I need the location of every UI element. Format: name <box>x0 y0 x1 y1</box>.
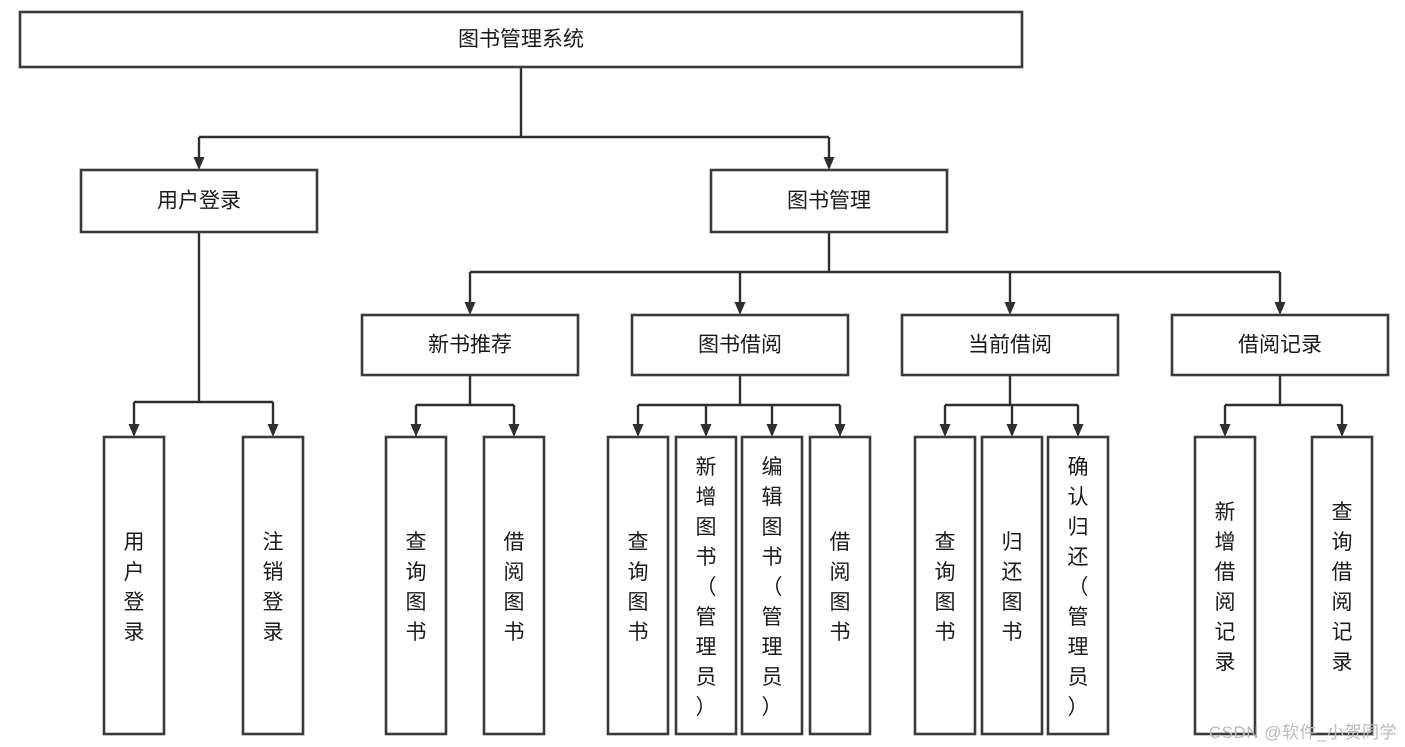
node-borrow-record-label: 借阅记录 <box>1238 334 1322 357</box>
node-root-system[interactable]: 图书管理系统 <box>18 10 1024 69</box>
node-current-borrow-label: 当前借阅 <box>968 334 1052 357</box>
node-leaf-confirm-return-label: 确认归还（管理员） <box>1068 456 1089 719</box>
node-leaf-add-record-rect <box>1193 435 1257 736</box>
node-leaf-query-book-1[interactable]: 查询图书 <box>384 435 448 736</box>
node-leaf-query-book-3-rect <box>913 435 977 736</box>
node-leaf-add-book-rect <box>674 435 738 736</box>
node-leaf-query-record[interactable]: 查询借阅记录 <box>1310 435 1374 736</box>
book-manage-arrow-1 <box>734 302 746 315</box>
node-leaf-query-record-label: 查询借阅记录 <box>1332 501 1353 674</box>
node-root-system-label: 图书管理系统 <box>458 28 584 51</box>
node-leaf-user-logout-label: 注销登录 <box>263 531 284 644</box>
node-book-borrow[interactable]: 图书借阅 <box>630 313 850 377</box>
node-book-manage-rect <box>709 168 949 234</box>
node-leaf-add-book[interactable]: 新增图书（管理员） <box>674 435 738 736</box>
node-borrow-record[interactable]: 借阅记录 <box>1170 313 1390 377</box>
node-leaf-query-book-2-label: 查询图书 <box>628 531 649 644</box>
book-manage-arrow-0 <box>464 302 476 315</box>
node-new-book-rec-rect <box>360 313 580 377</box>
book-borrow-arrow-0 <box>632 424 644 437</box>
node-current-borrow-rect <box>900 313 1120 377</box>
current-borrow-arrow-0 <box>939 424 951 437</box>
book-borrow-arrow-3 <box>834 424 846 437</box>
node-leaf-confirm-return-rect <box>1046 435 1110 736</box>
node-leaf-query-book-1-label: 查询图书 <box>406 531 427 644</box>
node-leaf-borrow-book-1[interactable]: 借阅图书 <box>482 435 546 736</box>
connector-lines <box>128 67 1348 437</box>
node-leaf-borrow-book-1-label: 借阅图书 <box>504 531 525 644</box>
book-borrow-arrow-2 <box>766 424 778 437</box>
node-leaf-borrow-book-2[interactable]: 借阅图书 <box>808 435 872 736</box>
node-leaf-user-login-label: 用户登录 <box>124 531 145 644</box>
node-root-system-rect <box>18 10 1024 69</box>
node-leaf-query-book-1-rect <box>384 435 448 736</box>
node-leaf-query-book-2[interactable]: 查询图书 <box>606 435 670 736</box>
node-leaf-borrow-book-2-rect <box>808 435 872 736</box>
node-leaf-user-login[interactable]: 用户登录 <box>102 435 166 736</box>
borrow-record-arrow-0 <box>1219 424 1231 437</box>
node-leaf-edit-book-rect <box>740 435 804 736</box>
book-borrow-arrow-1 <box>700 424 712 437</box>
node-leaf-return-book-rect <box>980 435 1044 736</box>
node-leaf-confirm-return[interactable]: 确认归还（管理员） <box>1046 435 1110 736</box>
node-leaf-add-record[interactable]: 新增借阅记录 <box>1193 435 1257 736</box>
borrow-record-arrow-1 <box>1336 424 1348 437</box>
node-book-borrow-label: 图书借阅 <box>698 334 782 357</box>
new-book-rec-arrow-0 <box>410 424 422 437</box>
node-leaf-return-book[interactable]: 归还图书 <box>980 435 1044 736</box>
node-leaf-borrow-book-1-rect <box>482 435 546 736</box>
node-leaf-return-book-label: 归还图书 <box>1002 531 1023 644</box>
user-login-arrow-1 <box>267 424 279 437</box>
node-leaf-query-book-2-rect <box>606 435 670 736</box>
node-leaf-user-logout-rect <box>241 435 305 736</box>
current-borrow-arrow-1 <box>1006 424 1018 437</box>
node-leaf-add-record-label: 新增借阅记录 <box>1215 501 1236 674</box>
root-arrow-0 <box>193 157 205 170</box>
book-manage-arrow-3 <box>1274 302 1286 315</box>
node-book-manage-label: 图书管理 <box>787 190 871 213</box>
node-leaf-user-login-rect <box>102 435 166 736</box>
root-arrow-1 <box>823 157 835 170</box>
node-current-borrow[interactable]: 当前借阅 <box>900 313 1120 377</box>
node-new-book-rec[interactable]: 新书推荐 <box>360 313 580 377</box>
node-borrow-record-rect <box>1170 313 1390 377</box>
node-leaf-add-book-label: 新增图书（管理员） <box>696 456 717 719</box>
new-book-rec-arrow-1 <box>508 424 520 437</box>
user-login-arrow-0 <box>128 424 140 437</box>
node-book-borrow-rect <box>630 313 850 377</box>
node-user-login[interactable]: 用户登录 <box>79 168 319 234</box>
node-boxes: 图书管理系统用户登录图书管理新书推荐图书借阅当前借阅借阅记录用户登录注销登录查询… <box>18 10 1390 736</box>
node-user-login-rect <box>79 168 319 234</box>
node-leaf-user-logout[interactable]: 注销登录 <box>241 435 305 736</box>
node-book-manage[interactable]: 图书管理 <box>709 168 949 234</box>
current-borrow-arrow-2 <box>1072 424 1084 437</box>
book-manage-arrow-2 <box>1004 302 1016 315</box>
node-leaf-query-book-3[interactable]: 查询图书 <box>913 435 977 736</box>
node-leaf-edit-book[interactable]: 编辑图书（管理员） <box>740 435 804 736</box>
node-new-book-rec-label: 新书推荐 <box>428 334 512 357</box>
node-leaf-borrow-book-2-label: 借阅图书 <box>830 531 851 644</box>
node-leaf-query-record-rect <box>1310 435 1374 736</box>
node-leaf-query-book-3-label: 查询图书 <box>935 531 956 644</box>
node-leaf-edit-book-label: 编辑图书（管理员） <box>762 456 783 719</box>
node-user-login-label: 用户登录 <box>157 190 241 213</box>
